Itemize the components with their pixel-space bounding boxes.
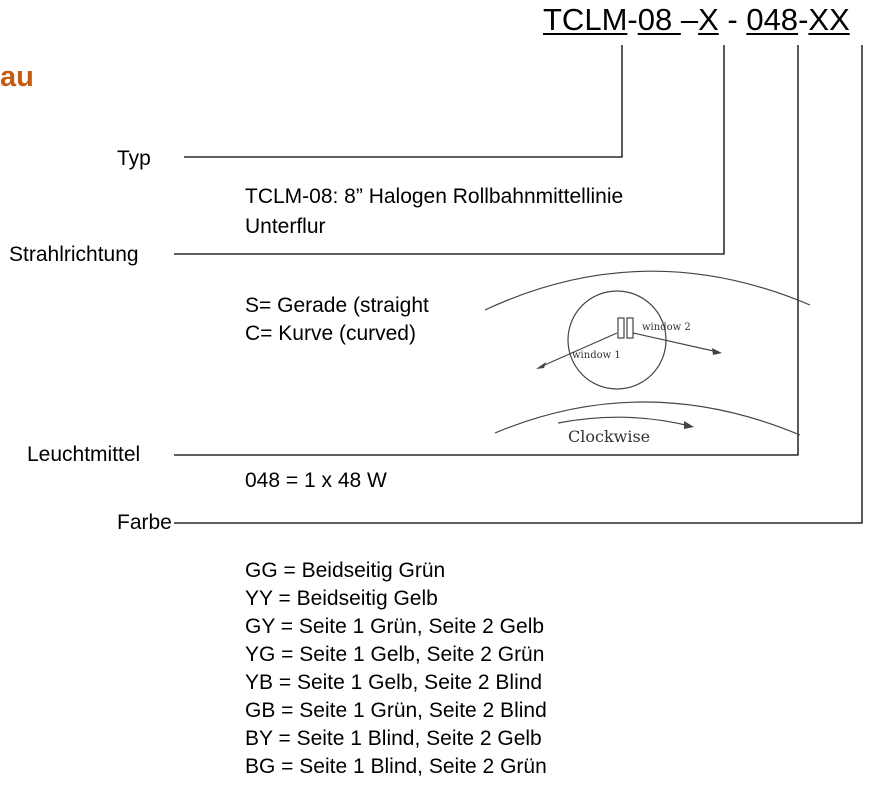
code-lamp: 048: [746, 2, 799, 37]
clockwise-arc: [557, 416, 691, 427]
code-sep-4: -: [798, 2, 809, 37]
lamp-connector: [174, 45, 799, 456]
color-option: GB = Seite 1 Grün, Seite 2 Blind: [245, 699, 547, 722]
outer-arc: [484, 270, 811, 311]
label-leuchtmittel: Leuchtmittel: [27, 443, 141, 466]
light-circle: [567, 290, 667, 390]
window-2-label: window 2: [642, 322, 691, 333]
beam-direction-figure: window 1 window 2 Clockwise: [484, 270, 811, 446]
section-heading: au: [0, 61, 34, 93]
beam-arrow-1: [536, 362, 546, 369]
window-1-label: window 1: [572, 350, 621, 361]
color-option: YY = Beidseitig Gelb: [245, 587, 438, 610]
code-sep-3: -: [718, 2, 747, 37]
code-size: 08: [637, 2, 681, 37]
beam-arrow-2: [712, 348, 722, 355]
label-typ: Typ: [117, 147, 151, 170]
color-option: BG = Seite 1 Blind, Seite 2 Grün: [245, 755, 547, 778]
code-color: XX: [808, 2, 850, 37]
beam-line-1: [539, 332, 618, 368]
code-sep-2: –: [680, 2, 699, 37]
direction-desc-line-1: S= Gerade (straight: [245, 294, 429, 317]
lamp-desc: 048 = 1 x 48 W: [245, 469, 387, 492]
inner-arc: [494, 401, 801, 436]
code-typ: TCLM: [543, 2, 628, 37]
clockwise-arrow-head: [684, 421, 694, 429]
direction-desc-line-2: C= Kurve (curved): [245, 322, 416, 345]
typ-desc-line-1: TCLM-08: 8” Halogen Rollbahnmittellinie: [245, 185, 624, 208]
color-option: YG = Seite 1 Gelb, Seite 2 Grün: [245, 643, 545, 666]
typ-connector: [184, 45, 623, 158]
color-option: BY = Seite 1 Blind, Seite 2 Gelb: [245, 727, 542, 750]
beam-line-2: [632, 332, 719, 353]
code-direction: X: [698, 2, 719, 37]
color-option: YB = Seite 1 Gelb, Seite 2 Blind: [245, 671, 543, 694]
window-1-rect: [617, 317, 625, 339]
color-option: GY = Seite 1 Grün, Seite 2 Gelb: [245, 615, 545, 638]
direction-connector: [174, 45, 725, 255]
typ-desc-line-2: Unterflur: [245, 215, 326, 238]
color-connector: [174, 45, 863, 524]
color-option: GG = Beidseitig Grün: [245, 559, 446, 582]
window-2-rect: [626, 317, 634, 339]
code-sep-1: -: [627, 2, 638, 37]
label-farbe: Farbe: [117, 511, 172, 534]
product-code: TCLM-08 –X - 048-XX: [543, 2, 850, 38]
label-strahlrichtung: Strahlrichtung: [9, 243, 139, 266]
clockwise-label: Clockwise: [568, 427, 650, 446]
